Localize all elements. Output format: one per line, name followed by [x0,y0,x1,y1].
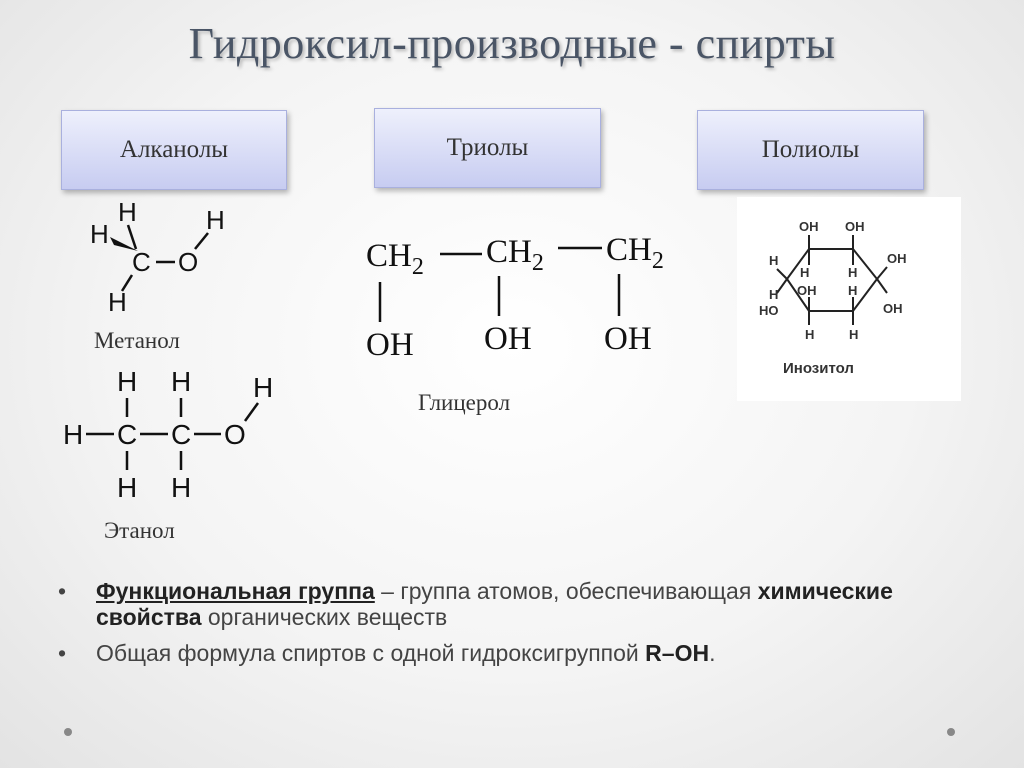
decorative-dot-left [64,728,72,736]
inositol-oh-label: OH [799,219,819,234]
methanol-atom-h-right: H [206,205,225,235]
general-formula: R–OH [645,640,710,666]
inositol-ho-label: HO [759,303,779,318]
ethanol-atom-h: H [171,472,191,503]
bond-line [876,278,888,294]
inositol-h-label: H [848,265,857,280]
methanol-caption: Метанол [94,328,180,353]
inositol-panel: OH OH H H H OH HO OH H OH H H H Инозитол [737,197,961,401]
inositol-caption: Инозитол [783,360,854,377]
decorative-dot-right [947,728,955,736]
bullet-text: – группа атомов, обеспечивающая [374,578,758,604]
inositol-h-label: H [769,287,778,302]
methanol-atom-h-bottom: H [108,287,127,317]
glycerol-subscript: 2 [532,250,544,276]
methanol-structure: H H C O H H [90,197,225,317]
bullet-text: Общая формула спиртов с одной гидроксигр… [96,640,646,666]
category-polyols: Полиолы [697,110,924,190]
ethanol-atom-h: H [171,366,191,397]
ethanol-atom-h: H [253,372,273,403]
category-alkanols: Алканолы [61,110,287,190]
ethanol-caption: Этанол [104,518,175,543]
functional-group-term: Функциональная группа [96,578,375,604]
glycerol-oh-label: OH [604,321,652,357]
ethanol-atom-c: C [117,419,137,450]
methanol-atom-o: O [178,247,198,277]
bullet-item-general-formula: • Общая формула спиртов с одной гидрокси… [58,640,968,666]
inositol-h-label: H [800,265,809,280]
inositol-h-label: H [849,327,858,342]
glycerol-ch2-label: CH [366,238,412,274]
bond-line [776,268,788,280]
glycerol-caption: Глицерол [418,390,511,415]
svg-text:CH2: CH2 [366,238,424,280]
bullet-dot-icon: • [58,578,67,604]
bullet-text: органических веществ [201,604,448,630]
methanol-atom-h-top: H [118,197,137,227]
glycerol-oh-label: OH [484,321,532,357]
bullet-dot-icon: • [58,640,67,666]
bullet-item-functional-group: • Функциональная группа – группа атомов,… [58,578,968,630]
inositol-oh-label: OH [845,219,865,234]
glycerol-ch2-label: CH [486,234,532,270]
ethanol-atom-c: C [171,419,191,450]
inositol-h-label: H [769,253,778,268]
category-triols: Триолы [374,108,601,188]
ethanol-structure: H H H H C C O H H [63,366,273,503]
glycerol-structure: CH2 CH2 CH2 OH OH OH [366,232,664,363]
bond-line [126,224,138,250]
inositol-h-label: H [848,283,857,298]
bond-line [120,274,134,292]
glycerol-ch2-label: CH [606,232,652,268]
inositol-oh-label: OH [887,251,907,266]
ethanol-atom-h: H [63,419,83,450]
bond-line [243,402,260,422]
glycerol-oh-label: OH [366,327,414,363]
glycerol-subscript: 2 [412,254,424,280]
bullet-list: • Функциональная группа – группа атомов,… [58,578,968,666]
slide-title: Гидроксил-производные - спирты [188,19,836,68]
inositol-oh-label: OH [797,283,817,298]
glycerol-subscript: 2 [652,248,664,274]
bullet-text: . [709,640,716,666]
methanol-atom-c: C [132,247,151,277]
svg-text:CH2: CH2 [606,232,664,274]
methanol-atom-h-left: H [90,219,109,249]
inositol-structure: OH OH H H H OH HO OH H OH H H H Инозитол [759,219,907,377]
ethanol-atom-o: O [224,419,246,450]
bond-line [876,266,888,280]
inositol-h-label: H [805,327,814,342]
bond-line [776,278,788,294]
ethanol-atom-h: H [117,472,137,503]
wedge-bond [110,237,138,251]
inositol-ring [785,248,879,312]
inositol-oh-label: OH [883,301,903,316]
ethanol-atom-h: H [117,366,137,397]
svg-text:CH2: CH2 [486,234,544,276]
chemical-properties-term: химические свойства [96,578,893,630]
bond-line [194,232,209,250]
